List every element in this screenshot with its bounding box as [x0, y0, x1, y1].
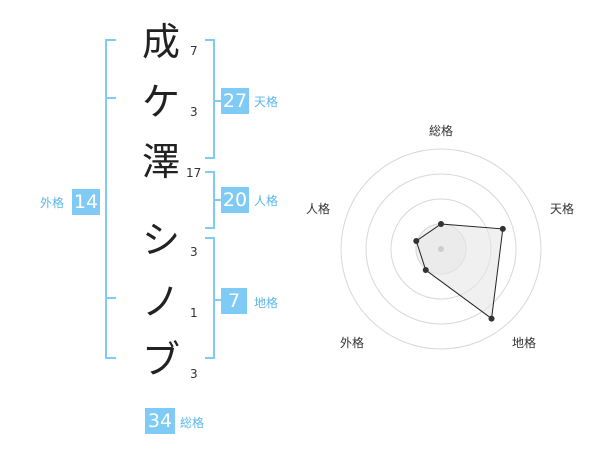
stroke-count-5: 1 [190, 306, 198, 320]
name-char-1: 成 [141, 20, 180, 64]
gaikaku-bracket [105, 39, 116, 359]
radar-point-4 [422, 267, 429, 274]
radar-label-gaikaku: 外格 [339, 336, 364, 350]
stroke-count-2: 3 [190, 105, 198, 119]
radar-center-dot [438, 246, 444, 252]
stroke-count-3: 17 [186, 166, 202, 180]
name-char-6: ブ [141, 338, 180, 382]
tenkaku-value-badge: 27 [221, 88, 249, 114]
radar-label-tenkaku: 天格 [549, 202, 574, 216]
chikaku-bracket [205, 237, 215, 359]
stroke-count-6: 3 [190, 367, 198, 381]
tenkaku-bracket [205, 39, 215, 159]
radar-ring [340, 148, 542, 350]
radar-label-soukaku: 総格 [428, 124, 453, 138]
gaikaku-value-badge: 14 [72, 189, 100, 215]
radar-point-2 [499, 225, 506, 232]
radar-point-1 [438, 221, 444, 227]
jinkaku-label: 人格 [254, 194, 279, 208]
gaikaku-label: 外格 [40, 196, 65, 210]
tenkaku-label: 天格 [254, 95, 279, 109]
soukaku-label: 総格 [180, 416, 205, 430]
stroke-count-1: 7 [190, 44, 198, 58]
name-char-5: ノ [141, 280, 180, 324]
radar-ring [365, 173, 517, 325]
chikaku-label: 地格 [254, 296, 279, 310]
chikaku-value-badge: 7 [221, 288, 247, 314]
radar-point-5 [413, 237, 420, 244]
radar-point-3 [488, 315, 495, 322]
jinkaku-value-badge: 20 [221, 187, 249, 213]
radar-label-jinkaku: 人格 [305, 202, 330, 216]
soukaku-value-badge: 34 [145, 408, 175, 434]
radar-series-polygon [415, 223, 504, 320]
name-char-3: 澤 [141, 140, 180, 184]
radar-label-chikaku: 地格 [511, 336, 536, 350]
stroke-count-4: 3 [190, 245, 198, 259]
name-char-4: シ [141, 218, 180, 262]
name-char-2: ケ [141, 80, 180, 124]
